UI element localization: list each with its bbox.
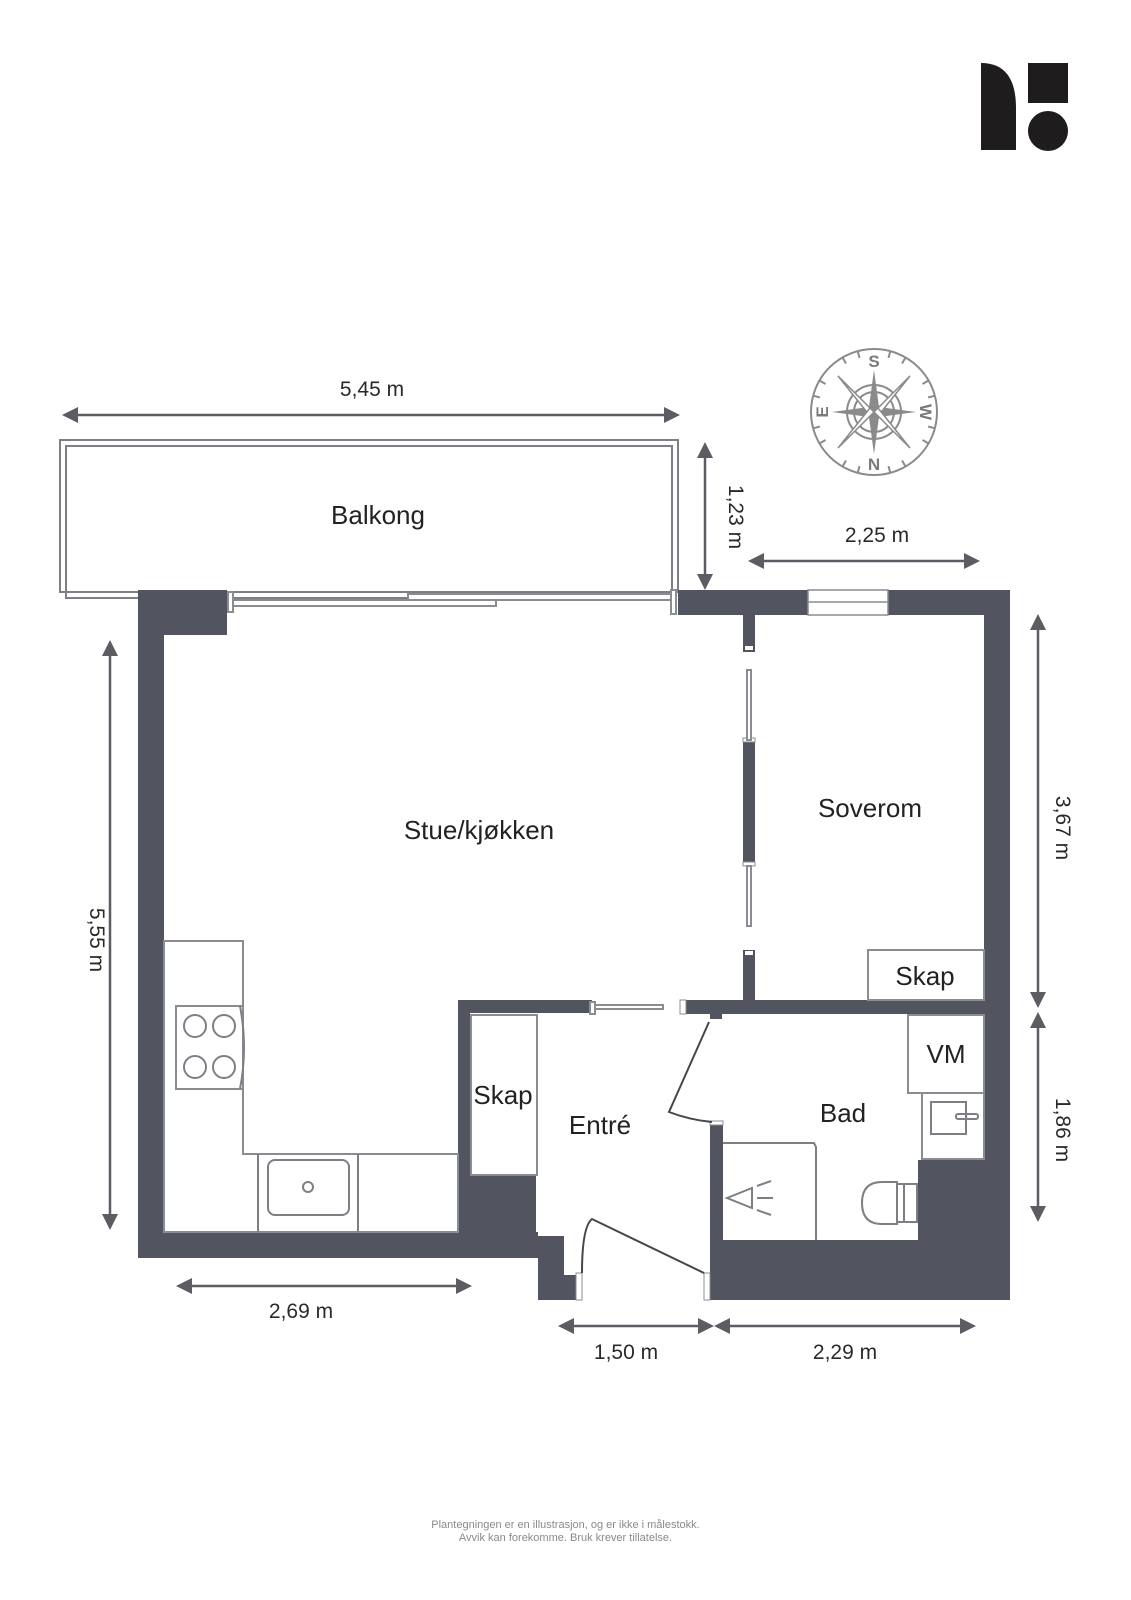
dim-living-bottom-width: 2,69 m — [269, 1300, 333, 1323]
compass-east-label: E — [813, 406, 832, 417]
dim-bedroom-depth: 3,67 m — [1051, 796, 1074, 860]
dim-bath-depth: 1,86 m — [1051, 1098, 1074, 1162]
entry-closet — [470, 1014, 538, 1176]
toilet-icon — [860, 1181, 918, 1225]
dim-balcony-width: 5,45 m — [340, 378, 404, 401]
kitchen-entry-sliding-door — [589, 1001, 664, 1015]
shower-icon — [723, 1142, 817, 1240]
front-door-swing — [581, 1217, 705, 1274]
bedroom-closet — [867, 949, 985, 1001]
disclaimer-line-2: Avvik kan forekomme. Bruk krever tillate… — [458, 1532, 673, 1544]
dim-balcony-depth: 1,23 m — [724, 485, 747, 549]
dim-living-depth: 5,55 m — [85, 908, 108, 972]
walls — [138, 589, 1010, 1301]
kitchen-counter — [163, 940, 459, 1233]
washbasin-cabinet — [921, 1092, 985, 1160]
room-label-balcony: Balkong — [331, 500, 425, 530]
compass-south-label: S — [868, 352, 879, 371]
room-label-washing-machine: VM — [927, 1039, 966, 1069]
room-label-entry: Entré — [569, 1110, 631, 1140]
sink-icon — [267, 1159, 350, 1216]
bathroom-door-swing — [667, 1021, 713, 1123]
dimension-lines — [62, 407, 1046, 1334]
bathroom-fixtures — [723, 1014, 985, 1240]
compass-rose-icon: S N E W — [810, 348, 938, 476]
balcony-sliding-door — [227, 589, 677, 615]
dim-bath-width: 2,29 m — [813, 1341, 877, 1364]
compass-west-label: W — [916, 404, 935, 421]
brand-logo — [981, 63, 1068, 151]
room-label-living-kitchen: Stue/kjøkken — [404, 815, 554, 845]
room-label-bathroom: Bad — [820, 1098, 866, 1128]
dim-bedroom-width: 2,25 m — [845, 524, 909, 547]
compass-north-label: N — [868, 455, 880, 474]
washing-machine — [907, 1014, 985, 1094]
disclaimer: Plantegningen er en illustrasjon, og er … — [0, 1519, 1131, 1545]
dim-entry-width: 1,50 m — [594, 1341, 658, 1364]
room-label-bedroom: Soverom — [818, 793, 922, 823]
room-label-entry-closet: Skap — [473, 1080, 532, 1110]
stove-icon — [175, 1005, 245, 1090]
disclaimer-line-1: Plantegningen er en illustrasjon, og er … — [431, 1519, 700, 1531]
room-label-bedroom-closet: Skap — [895, 961, 954, 991]
